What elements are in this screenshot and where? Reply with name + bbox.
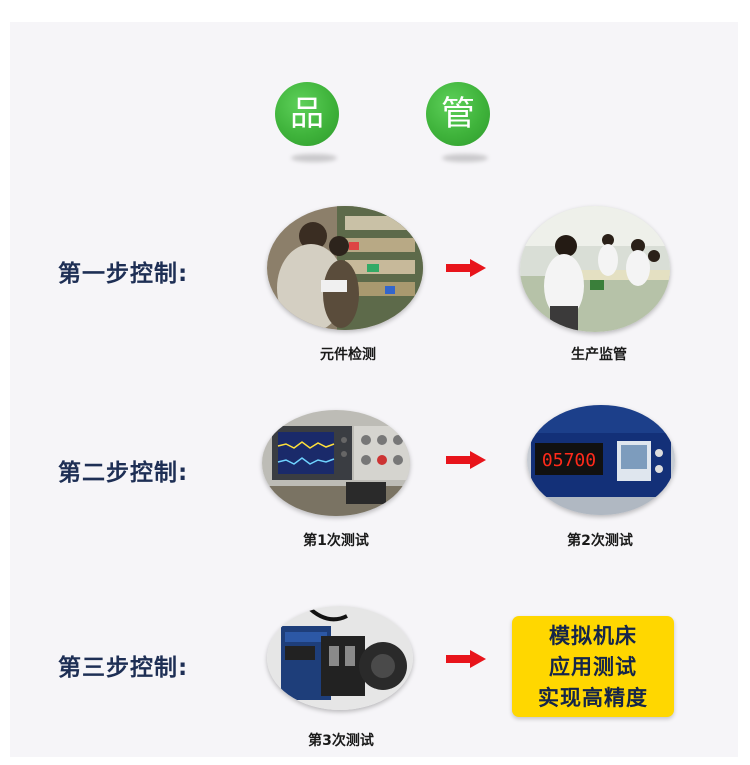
result-line-1: 模拟机床 <box>549 624 637 648</box>
servo-motor-photo <box>267 606 413 710</box>
arrow-icon <box>446 650 486 668</box>
step2-left-caption: 第1次测试 <box>303 533 369 549</box>
arrow-icon <box>446 451 486 469</box>
step3-title: 第三步控制: <box>58 655 189 681</box>
result-box: 模拟机床 应用测试 实现高精度 <box>512 616 674 717</box>
step3-left-caption: 第3次测试 <box>308 733 374 749</box>
badge-shadow-right <box>442 154 488 162</box>
digital-meter-photo: 05700 <box>527 405 675 515</box>
arrow-icon <box>446 259 486 277</box>
step2-title: 第二步控制: <box>58 460 189 486</box>
result-line-3: 实现高精度 <box>538 686 648 710</box>
badge-shadow-left <box>291 154 337 162</box>
component-inspection-photo <box>267 206 423 330</box>
quality-badge: 品 <box>275 82 339 146</box>
oscilloscope-photo <box>262 410 410 516</box>
meter-readout: 05700 <box>542 450 596 471</box>
step2-right-caption: 第2次测试 <box>567 533 633 549</box>
result-line-2: 应用测试 <box>549 655 637 679</box>
management-badge: 管 <box>426 82 490 146</box>
production-supervision-photo <box>520 206 670 332</box>
step1-right-caption: 生产监管 <box>571 347 627 363</box>
step1-left-caption: 元件检测 <box>320 347 376 363</box>
step1-title: 第一步控制: <box>58 261 189 287</box>
